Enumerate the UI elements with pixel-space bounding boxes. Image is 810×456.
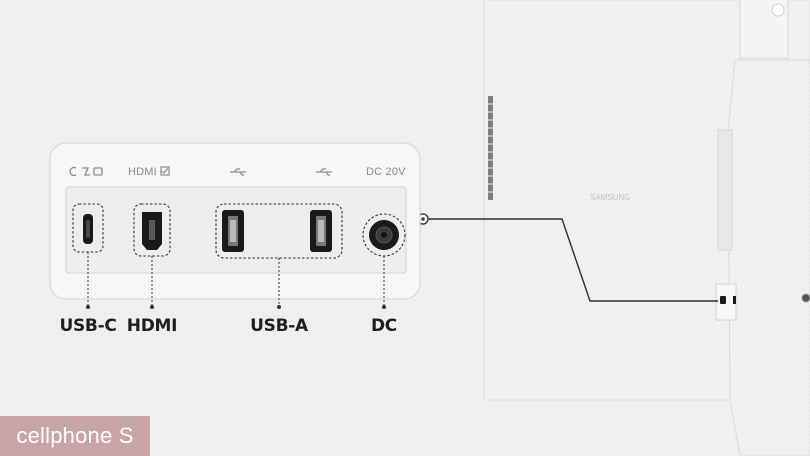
- dc-port: [362, 213, 406, 257]
- hdmi-port: [133, 203, 171, 257]
- monitor-usb-c-port-icon: [720, 296, 726, 304]
- usb-c-port: [72, 203, 104, 253]
- watermark-logo: cellphone S: [0, 416, 150, 456]
- callout-dc: DC: [371, 316, 397, 336]
- monitor-back: [483, 0, 810, 456]
- dc-top-label: DC 20V: [366, 166, 406, 178]
- hdmi-top-label: HDMI: [128, 166, 157, 178]
- callout-usb-c: USB-C: [59, 316, 117, 336]
- leader-lines: [86, 252, 386, 309]
- usb-c-symbol-icon: [69, 166, 103, 177]
- monitor-brand-text: SAMSUNG: [590, 193, 631, 202]
- usb-a-symbol-icon: [230, 168, 332, 176]
- usb-a-port-group: [215, 203, 343, 259]
- hdmi-check-icon: [160, 166, 170, 176]
- callout-usb-a: USB-A: [250, 316, 308, 336]
- callout-hdmi: HDMI: [126, 316, 178, 336]
- vent-slots: [488, 96, 493, 200]
